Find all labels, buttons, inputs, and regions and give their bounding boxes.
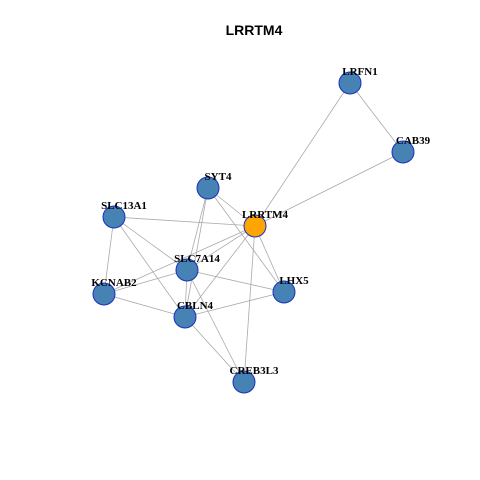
edge-lrrtm4-cbln4 [184, 225, 256, 318]
node-syt4[interactable] [196, 176, 220, 200]
nodes-layer [92, 71, 415, 394]
node-slc13a1[interactable] [102, 205, 126, 229]
edge-kcnab2-cbln4 [103, 293, 186, 318]
node-label-kcnab2: KCNAB2 [91, 277, 137, 289]
node-cab39[interactable] [391, 140, 415, 164]
node-label-lrfn1: LRFN1 [342, 66, 377, 78]
edge-lrrtm4-slc7a14 [186, 225, 256, 271]
node-label-syt4: SYT4 [205, 171, 232, 183]
node-lrrtm4[interactable] [243, 214, 267, 238]
edge-lrfn1-lrrtm4 [254, 82, 351, 227]
edge-lrrtm4-kcnab2 [103, 225, 256, 295]
edge-slc13a1-cbln4 [113, 216, 186, 318]
edge-cbln4-creb3l3 [184, 316, 245, 383]
node-lrfn1[interactable] [338, 71, 362, 95]
diagram-title: LRRTM4 [226, 22, 283, 38]
node-kcnab2[interactable] [92, 282, 116, 306]
edge-slc13a1-kcnab2 [103, 216, 115, 295]
edge-syt4-slc7a14 [186, 187, 209, 271]
node-label-slc7a14: SLC7A14 [174, 253, 220, 265]
edge-syt4-lhx5 [207, 187, 285, 293]
edge-cab39-lrrtm4 [254, 151, 404, 227]
edge-slc7a14-kcnab2 [103, 269, 188, 295]
edge-lrrtm4-lhx5 [254, 225, 285, 293]
node-label-lrrtm4: LRRTM4 [242, 209, 289, 221]
edge-slc13a1-slc7a14 [113, 216, 188, 271]
edge-slc7a14-lhx5 [186, 269, 285, 293]
node-label-creb3l3: CREB3L3 [230, 365, 279, 377]
node-label-lhx5: LHX5 [279, 275, 309, 287]
edge-slc13a1-lrrtm4 [113, 216, 256, 227]
node-label-slc13a1: SLC13A1 [101, 200, 147, 212]
edge-slc7a14-creb3l3 [186, 269, 245, 383]
edges-layer [103, 82, 404, 383]
node-label-cbln4: CBLN4 [177, 300, 214, 312]
node-label-cab39: CAB39 [396, 135, 431, 147]
node-lhx5[interactable] [272, 280, 296, 304]
node-slc7a14[interactable] [175, 258, 199, 282]
edge-lrrtm4-creb3l3 [243, 225, 256, 383]
node-creb3l3[interactable] [232, 370, 256, 394]
edge-lrfn1-cab39 [349, 82, 404, 153]
edge-cbln4-lhx5 [184, 291, 285, 318]
node-cbln4[interactable] [173, 305, 197, 329]
